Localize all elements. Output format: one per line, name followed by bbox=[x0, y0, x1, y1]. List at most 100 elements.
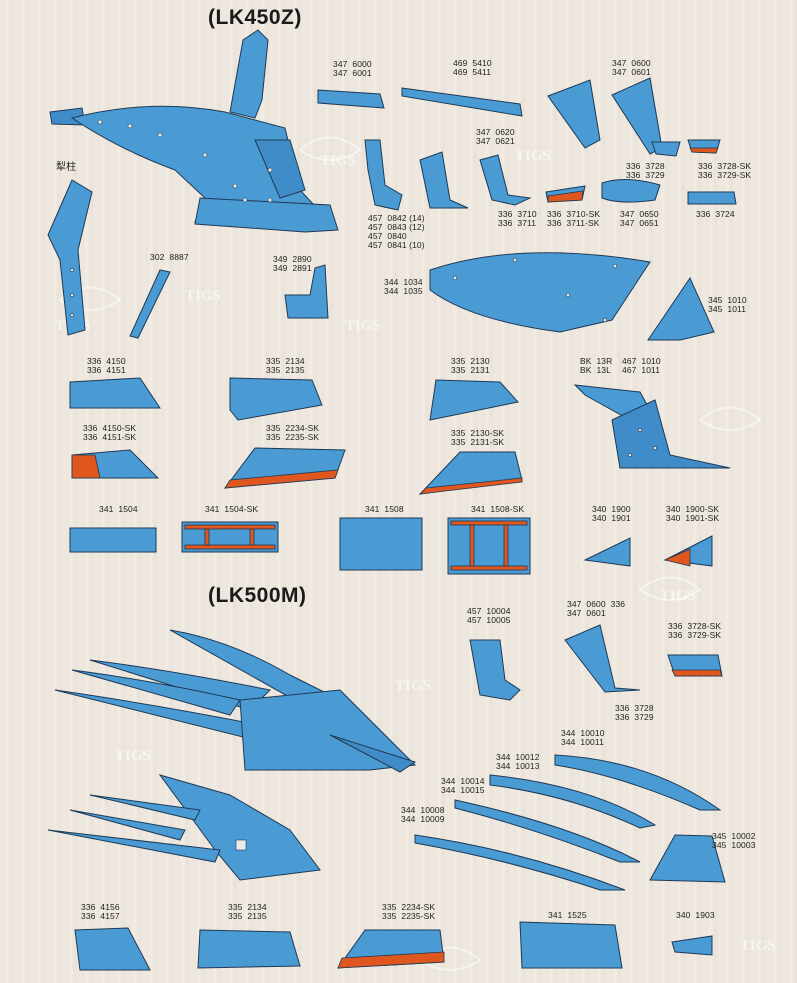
label-4570842: 457 0842 (14) 457 0843 (12) 457 0840 457… bbox=[368, 213, 425, 250]
label-34410014: 344 10014 344 10015 bbox=[441, 776, 485, 795]
part-bk13-4671010 bbox=[573, 384, 731, 469]
part-3352234sk-top bbox=[223, 447, 346, 489]
part-3363728sk-bottom bbox=[667, 654, 723, 677]
label-3363724: 336 3724 bbox=[696, 209, 735, 219]
part-3470600-top bbox=[547, 77, 663, 155]
part-3364156 bbox=[74, 927, 151, 971]
label-plough-post: 犁柱 bbox=[56, 162, 77, 173]
label-3492890: 349 2890 349 2891 bbox=[273, 254, 312, 273]
svg-text:TIGS: TIGS bbox=[320, 153, 356, 169]
label-3411504sk: 341 1504-SK bbox=[205, 504, 259, 514]
part-3363728-top bbox=[651, 141, 681, 157]
label-4695410: 469 5410 469 5411 bbox=[453, 58, 492, 77]
part-3363724 bbox=[687, 191, 737, 205]
label-3352234sk-top: 335 2234-SK 335 2235-SK bbox=[266, 423, 320, 442]
part-3352134-bottom bbox=[197, 929, 301, 969]
svg-text:TIGS: TIGS bbox=[395, 678, 431, 694]
part-34410012 bbox=[489, 774, 657, 829]
part-3470620-a bbox=[419, 151, 469, 209]
label-3470600-top: 347 0600 347 0601 bbox=[612, 58, 651, 77]
part-3401903 bbox=[671, 935, 713, 956]
part-3411525 bbox=[519, 921, 623, 969]
label-3441034: 344 1034 344 1035 bbox=[384, 277, 423, 296]
label-3363710: 336 3710 336 3711 bbox=[498, 209, 537, 228]
part-3363710 bbox=[545, 185, 586, 203]
label-3411508sk: 341 1508-SK bbox=[471, 504, 525, 514]
label-3411504: 341 1504 bbox=[99, 504, 138, 514]
part-3476000 bbox=[317, 89, 385, 109]
label-bk13: BK 13R BK 13L bbox=[580, 356, 613, 375]
part-45710004 bbox=[469, 639, 521, 701]
lk500m-plough-assembly-top bbox=[54, 629, 417, 773]
svg-text:TIGS: TIGS bbox=[345, 318, 381, 334]
part-3401900sk bbox=[663, 535, 713, 567]
label-34410012: 344 10012 344 10013 bbox=[496, 752, 540, 771]
part-3364150 bbox=[69, 377, 161, 409]
label-3364150: 336 4150 336 4151 bbox=[87, 356, 126, 375]
label-3476000: 347 6000 347 6001 bbox=[333, 59, 372, 78]
part-34410008 bbox=[414, 834, 626, 891]
part-3411508sk bbox=[447, 517, 531, 575]
label-3352234sk-bottom: 335 2234-SK 335 2235-SK bbox=[382, 902, 436, 921]
part-3352234sk-bottom bbox=[336, 929, 445, 969]
part-4695410 bbox=[401, 87, 523, 117]
label-3363728sk-bottom: 336 3728-SK 336 3729-SK bbox=[668, 621, 722, 640]
section-title-lk450z: (LK450Z) bbox=[208, 6, 302, 29]
label-3470620: 347 0620 347 0621 bbox=[476, 127, 515, 146]
part-34510002 bbox=[649, 834, 726, 883]
svg-text:TIGS: TIGS bbox=[115, 748, 151, 764]
label-3352134-bottom: 335 2134 335 2135 bbox=[228, 902, 267, 921]
label-3451010: 345 1010 345 1011 bbox=[708, 295, 747, 314]
svg-text:TIGS: TIGS bbox=[185, 288, 221, 304]
label-3401900sk: 340 1900-SK 340 1901-SK bbox=[666, 504, 720, 523]
part-3401900 bbox=[583, 537, 631, 567]
label-3411525: 341 1525 bbox=[548, 910, 587, 920]
label-3364150sk: 336 4150-SK 336 4151-SK bbox=[83, 423, 137, 442]
label-34410010: 344 10010 344 10011 bbox=[561, 728, 605, 747]
label-3363728sk-top: 336 3728-SK 336 3729-SK bbox=[698, 161, 752, 180]
label-34410008: 344 10008 344 10009 bbox=[401, 805, 445, 824]
part-3352130 bbox=[429, 379, 519, 421]
label-4671010: 467 1010 467 1011 bbox=[622, 356, 661, 375]
part-3411504 bbox=[69, 527, 157, 553]
label-3470650: 347 0650 347 0651 bbox=[620, 209, 659, 228]
part-3441034-mouldboard bbox=[429, 252, 651, 333]
part-4570842 bbox=[364, 139, 403, 211]
lk500m-plough-assembly-bottom bbox=[47, 774, 321, 881]
label-3352134-top: 335 2134 335 2135 bbox=[266, 356, 305, 375]
label-3364156: 336 4156 336 4157 bbox=[81, 902, 120, 921]
section-title-lk500m: (LK500M) bbox=[208, 584, 307, 607]
label-3363710sk: 336 3710-SK 336 3711-SK bbox=[547, 209, 601, 228]
plough-post bbox=[47, 179, 93, 336]
lk450z-plough-assembly bbox=[49, 29, 339, 233]
part-3352130sk bbox=[418, 451, 523, 495]
label-3352130sk: 335 2130-SK 335 2131-SK bbox=[451, 428, 505, 447]
label-3352130: 335 2130 335 2131 bbox=[451, 356, 490, 375]
label-3401900: 340 1900 340 1901 bbox=[592, 504, 631, 523]
label-3411508: 341 1508 bbox=[365, 504, 404, 514]
part-3492890 bbox=[284, 264, 329, 319]
part-3363728sk-top bbox=[687, 139, 721, 154]
part-34410014 bbox=[454, 799, 641, 863]
svg-text:TIGS: TIGS bbox=[740, 938, 776, 954]
label-45710004: 457 10004 457 10005 bbox=[467, 606, 511, 625]
label-3363728-bottom: 336 3728 336 3729 bbox=[615, 703, 654, 722]
part-3352134-top bbox=[229, 377, 323, 421]
svg-text:TIGS: TIGS bbox=[660, 588, 696, 604]
label-34510002: 345 10002 345 10003 bbox=[712, 831, 756, 850]
part-34410010 bbox=[554, 754, 722, 811]
label-3401903: 340 1903 bbox=[676, 910, 715, 920]
part-3411504sk bbox=[181, 521, 279, 553]
part-3470600-bottom bbox=[564, 624, 641, 693]
label-3363728-top: 336 3728 336 3729 bbox=[626, 161, 665, 180]
part-3364150sk bbox=[71, 449, 160, 479]
label-3028887: 302 8887 bbox=[150, 252, 189, 262]
label-3470600-bottom: 347 0600 336 347 0601 bbox=[567, 599, 626, 618]
part-3028887 bbox=[129, 269, 171, 339]
part-3451010 bbox=[647, 276, 715, 341]
part-3470620-b bbox=[479, 154, 532, 206]
svg-text:TIGS: TIGS bbox=[515, 148, 551, 164]
part-3411508 bbox=[339, 517, 423, 571]
part-3470650 bbox=[601, 179, 661, 203]
